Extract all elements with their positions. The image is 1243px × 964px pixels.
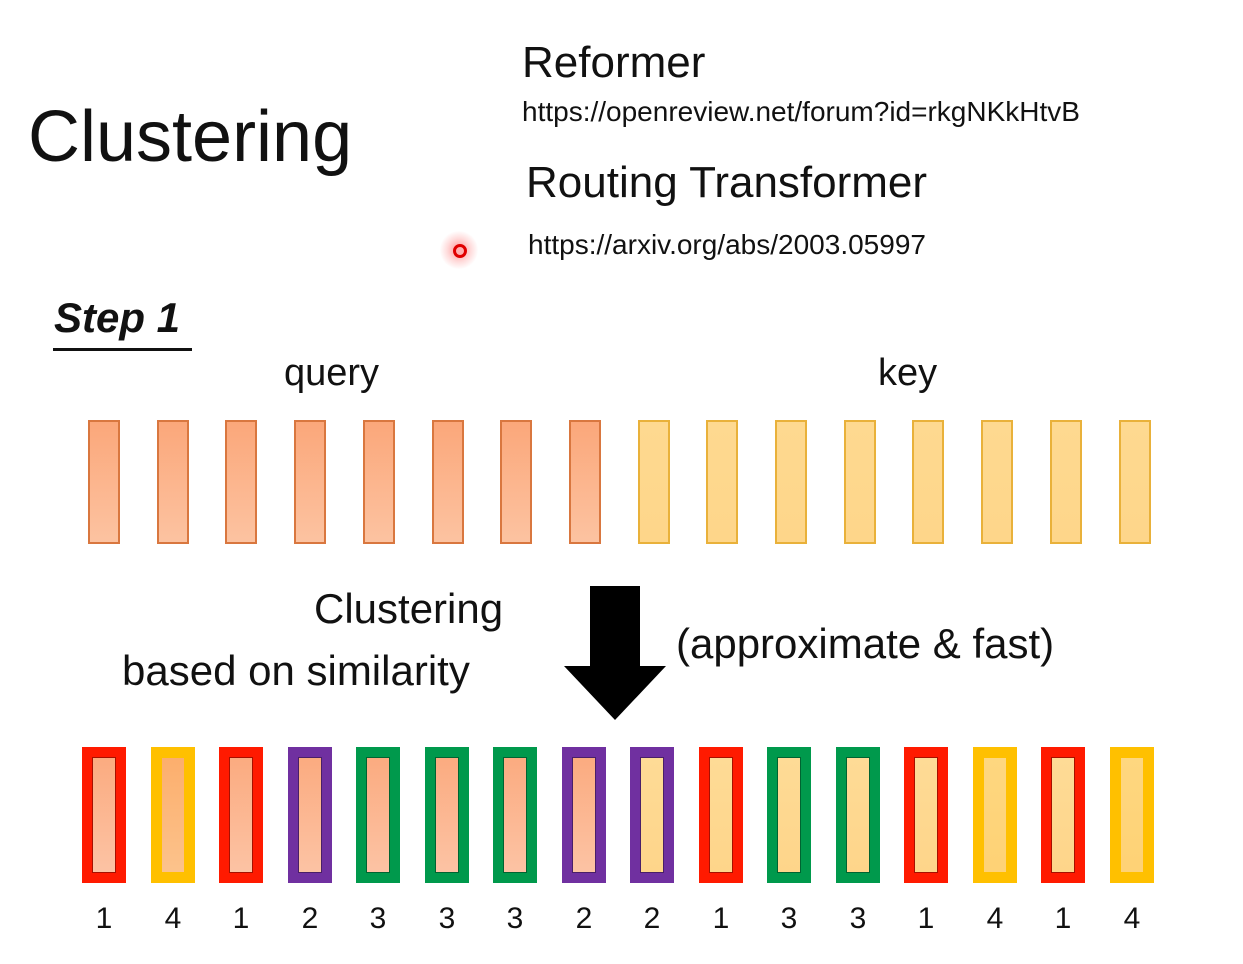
key-token [912,420,944,544]
key-token [844,420,876,544]
reference-link-reformer[interactable]: https://openreview.net/forum?id=rkgNKkHt… [522,96,1080,127]
token-fill [162,758,184,872]
token-fill [299,758,321,872]
query-token [432,420,464,544]
cluster-id-label: 1 [917,902,935,935]
clustered-query-token-cluster-3 [493,747,537,883]
approximate-note: (approximate & fast) [676,620,1055,667]
token-fill [710,758,732,872]
clustered-query-token-cluster-4 [151,747,195,883]
cluster-id-label: 2 [301,902,319,935]
clustered-query-token-cluster-2 [562,747,606,883]
key-token [706,420,738,544]
key-token [1119,420,1151,544]
query-label: query [284,352,380,394]
clustering-caption-line2: based on similarity [122,647,470,694]
token-fill [778,758,800,872]
cluster-id-label: 3 [506,902,524,935]
cluster-id-label: 4 [986,902,1004,935]
cluster-id-label: 4 [1123,902,1141,935]
reference-title-routing-transformer: Routing Transformer [526,158,928,207]
cluster-id-label: 4 [164,902,182,935]
clustered-key-token-cluster-2 [630,747,674,883]
cluster-id-label: 2 [575,902,593,935]
cluster-id-label: 3 [369,902,387,935]
query-token [225,420,257,544]
cluster-id-label: 1 [1054,902,1072,935]
clustered-key-token-cluster-1 [1041,747,1085,883]
token-fill [230,758,252,872]
token-fill [847,758,869,872]
query-token [363,420,395,544]
key-token [638,420,670,544]
slide-title: Clustering [28,97,353,177]
token-fill [915,758,937,872]
cluster-id-label: 1 [95,902,113,935]
cluster-id-label: 2 [643,902,661,935]
reference-link-routing-transformer[interactable]: https://arxiv.org/abs/2003.05997 [528,229,926,260]
query-token [294,420,326,544]
token-fill [504,758,526,872]
clustered-key-token-cluster-1 [904,747,948,883]
token-fill [436,758,458,872]
query-token [88,420,120,544]
query-token [500,420,532,544]
clustered-key-token-cluster-4 [1110,747,1154,883]
cluster-id-label: 3 [438,902,456,935]
reference-title-reformer: Reformer [522,38,706,87]
clustered-key-token-cluster-1 [699,747,743,883]
cluster-id-label: 3 [849,902,867,935]
step-underline [53,348,192,351]
key-token [981,420,1013,544]
laser-pointer-icon [453,244,467,258]
key-label: key [878,352,938,394]
token-fill [1052,758,1074,872]
clustered-query-token-cluster-1 [82,747,126,883]
clustered-key-token-cluster-3 [767,747,811,883]
key-token [1050,420,1082,544]
token-fill [573,758,595,872]
clustered-query-token-cluster-1 [219,747,263,883]
clustered-query-token-cluster-2 [288,747,332,883]
down-arrow-icon [564,586,666,720]
cluster-id-label: 1 [712,902,730,935]
clustered-key-token-cluster-3 [836,747,880,883]
cluster-id-label: 3 [780,902,798,935]
query-token [569,420,601,544]
cluster-id-label: 1 [232,902,250,935]
clustered-query-token-cluster-3 [425,747,469,883]
clustered-key-token-cluster-4 [973,747,1017,883]
query-token [157,420,189,544]
token-fill [1121,758,1143,872]
token-fill [93,758,115,872]
token-fill [367,758,389,872]
token-fill [641,758,663,872]
key-token [775,420,807,544]
token-fill [984,758,1006,872]
step-label: Step 1 [54,294,181,341]
clustered-query-token-cluster-3 [356,747,400,883]
clustering-caption-line1: Clustering [314,585,504,632]
